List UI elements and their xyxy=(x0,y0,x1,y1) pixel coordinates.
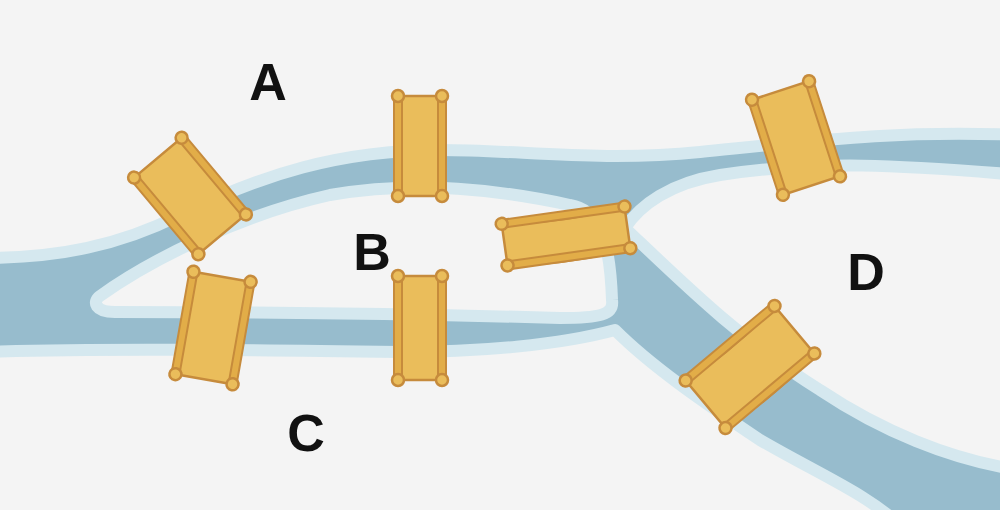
bridge-post xyxy=(173,129,190,146)
bridge-post xyxy=(436,270,448,282)
region-label: A xyxy=(249,56,287,108)
bridge-post xyxy=(495,217,509,231)
bridge-deck xyxy=(398,96,442,196)
bridge-post xyxy=(168,367,182,381)
bridge xyxy=(392,90,448,202)
bridge-post xyxy=(832,169,847,184)
bridge-post xyxy=(436,374,448,386)
bridge-rail xyxy=(179,135,249,217)
bridge-post xyxy=(392,90,404,102)
bridge-post xyxy=(501,259,515,273)
bridge-post xyxy=(190,246,207,263)
bridge-rail xyxy=(805,80,844,178)
bridge-rail xyxy=(394,276,402,380)
bridge-post xyxy=(187,265,201,279)
bridge-rail xyxy=(438,276,446,380)
bridge-rail xyxy=(501,203,625,228)
bridge-post xyxy=(436,90,448,102)
bridge xyxy=(744,74,847,203)
bridge-rail xyxy=(748,98,787,196)
bridge xyxy=(677,298,823,437)
bridge-post xyxy=(244,275,258,289)
bridge-post xyxy=(624,241,638,255)
bridge-rail xyxy=(171,271,197,375)
region-label: B xyxy=(353,226,391,278)
bridge-rail xyxy=(394,96,402,196)
region-label: D xyxy=(847,246,885,298)
bridge xyxy=(495,200,637,272)
bridge-post xyxy=(226,377,240,391)
bridge-rail xyxy=(683,303,777,384)
bridge-post xyxy=(744,92,759,107)
bridge-rail xyxy=(507,244,631,269)
bridge-rail xyxy=(438,96,446,196)
bridge-rail xyxy=(229,281,255,385)
bridge-rail xyxy=(723,350,817,431)
bridge-post xyxy=(806,345,823,362)
bridge-post xyxy=(126,169,143,186)
bridge-post xyxy=(677,372,694,389)
bridge-post xyxy=(392,270,404,282)
bridge-post xyxy=(775,187,790,202)
bridge-post xyxy=(766,298,783,315)
bridge-post xyxy=(717,420,734,437)
bridge xyxy=(168,265,257,391)
bridge-post xyxy=(392,374,404,386)
bridge-post xyxy=(436,190,448,202)
bridge-deck xyxy=(398,276,442,380)
region-label: C xyxy=(287,407,325,459)
bridge-post xyxy=(392,190,404,202)
bridge xyxy=(126,129,255,262)
bridge-post xyxy=(237,206,254,223)
bridge-post xyxy=(618,200,632,214)
bridge-post xyxy=(802,74,817,89)
bridge-rail xyxy=(131,175,201,257)
bridge xyxy=(392,270,448,386)
